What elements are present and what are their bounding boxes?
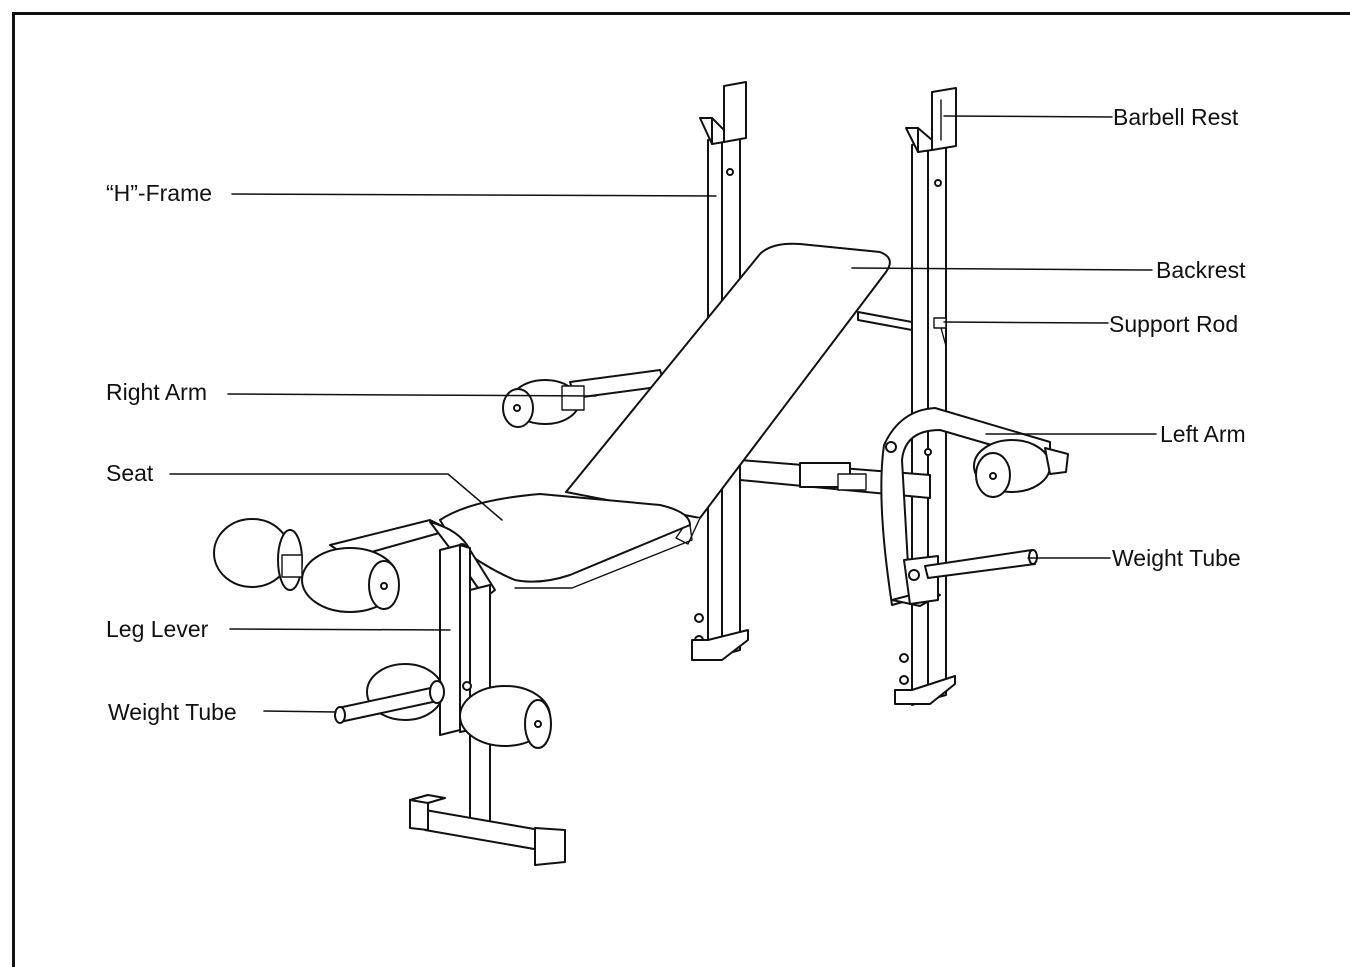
- leg-lever: [213, 518, 496, 831]
- label-left-arm: Left Arm: [1160, 421, 1246, 447]
- label-h-frame: “H”-Frame: [106, 180, 213, 206]
- front-foot: [409, 794, 566, 866]
- leader-lines: [169, 115, 1157, 713]
- seat: [439, 493, 693, 589]
- label-weight-tube-right: Weight Tube: [1112, 545, 1241, 571]
- weight-tube-left: [334, 680, 445, 724]
- label-backrest: Backrest: [1156, 257, 1246, 283]
- label-barbell-rest: Barbell Rest: [1113, 104, 1239, 130]
- label-right-arm: Right Arm: [106, 379, 207, 405]
- weight-tube-right: [924, 549, 1038, 579]
- left-arm: [880, 407, 1069, 607]
- label-leg-lever: Leg Lever: [106, 616, 209, 642]
- support-rod: [933, 317, 947, 347]
- label-support-rod: Support Rod: [1109, 311, 1239, 337]
- label-weight-tube-left: Weight Tube: [108, 699, 237, 725]
- label-seat: Seat: [106, 460, 154, 486]
- barbell-rests: [699, 81, 957, 153]
- figure-border: [12, 12, 1350, 967]
